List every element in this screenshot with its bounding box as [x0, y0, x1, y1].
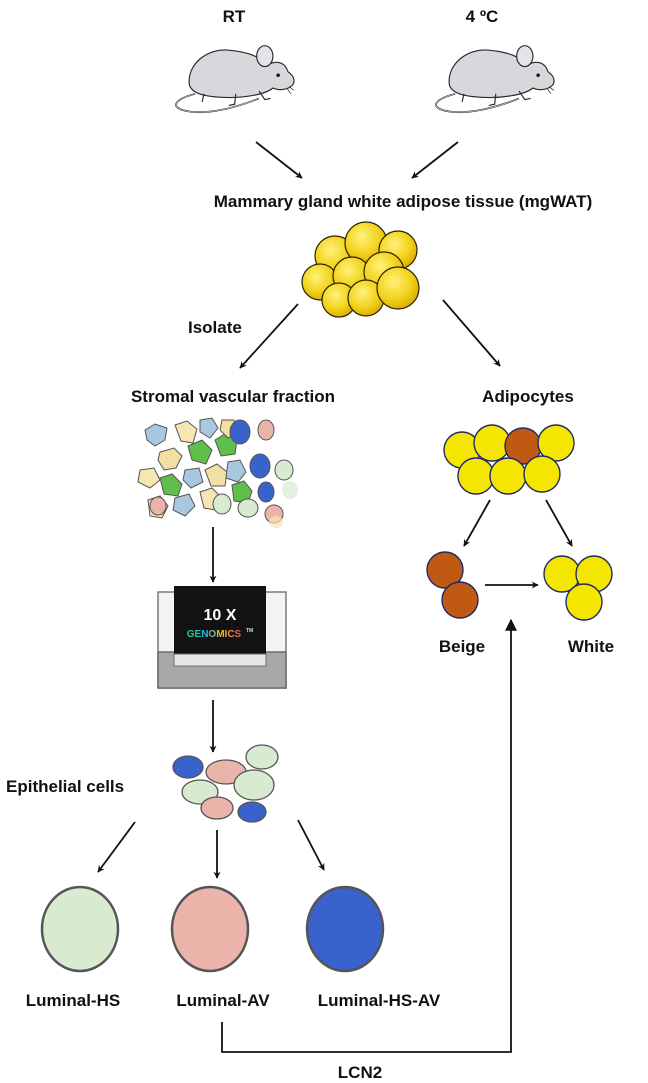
luminal-hs-av-cell — [305, 885, 385, 973]
label-epithelial: Epithelial cells — [6, 777, 124, 796]
beige-cells-icon — [426, 551, 479, 619]
arrow-to-svf — [239, 303, 299, 369]
adipocyte-cluster-icon — [443, 424, 575, 495]
arrow-to-luminal-hs — [97, 821, 136, 873]
device-brand-line2: GENOMICS — [187, 629, 242, 640]
luminal-av-cell — [170, 885, 250, 973]
arrow-to-white — [545, 499, 573, 547]
device-brand-line1: 10 X — [204, 607, 237, 624]
label-luminal-hs-av: Luminal-HS-AV — [318, 991, 441, 1010]
white-cells-icon — [543, 555, 613, 621]
mouse-icon — [175, 44, 295, 114]
arrow-to-adipocytes — [442, 299, 501, 367]
label-isolate: Isolate — [188, 318, 242, 337]
sequencer-icon: 10 X GENOMICS TM — [157, 586, 287, 689]
label-cold: 4 ºC — [466, 7, 499, 26]
luminal-hs-cell — [40, 885, 120, 973]
arrow-to-luminal-hs-av — [297, 819, 325, 871]
label-mgwat: Mammary gland white adipose tissue (mgWA… — [214, 192, 592, 211]
mouse-icon — [435, 44, 555, 114]
label-lcn2: LCN2 — [338, 1063, 382, 1082]
label-beige: Beige — [439, 637, 485, 656]
label-svf: Stromal vascular fraction — [131, 387, 335, 406]
device-brand-mark: TM — [246, 628, 253, 634]
adipose-tissue-icon — [301, 221, 420, 318]
arrow-to-beige — [463, 499, 491, 547]
arrow-cold-to-mgwat — [411, 141, 459, 179]
svf-cells-icon — [137, 417, 298, 528]
label-luminal-av: Luminal-AV — [176, 991, 270, 1010]
cell-cluster-icon — [172, 744, 279, 823]
label-adipocytes: Adipocytes — [482, 387, 574, 406]
lcn2-connector-arrow — [221, 618, 517, 1053]
label-rt: RT — [223, 7, 246, 26]
label-white: White — [568, 637, 614, 656]
arrow-rt-to-mgwat — [255, 141, 303, 179]
label-luminal-hs: Luminal-HS — [26, 991, 120, 1010]
